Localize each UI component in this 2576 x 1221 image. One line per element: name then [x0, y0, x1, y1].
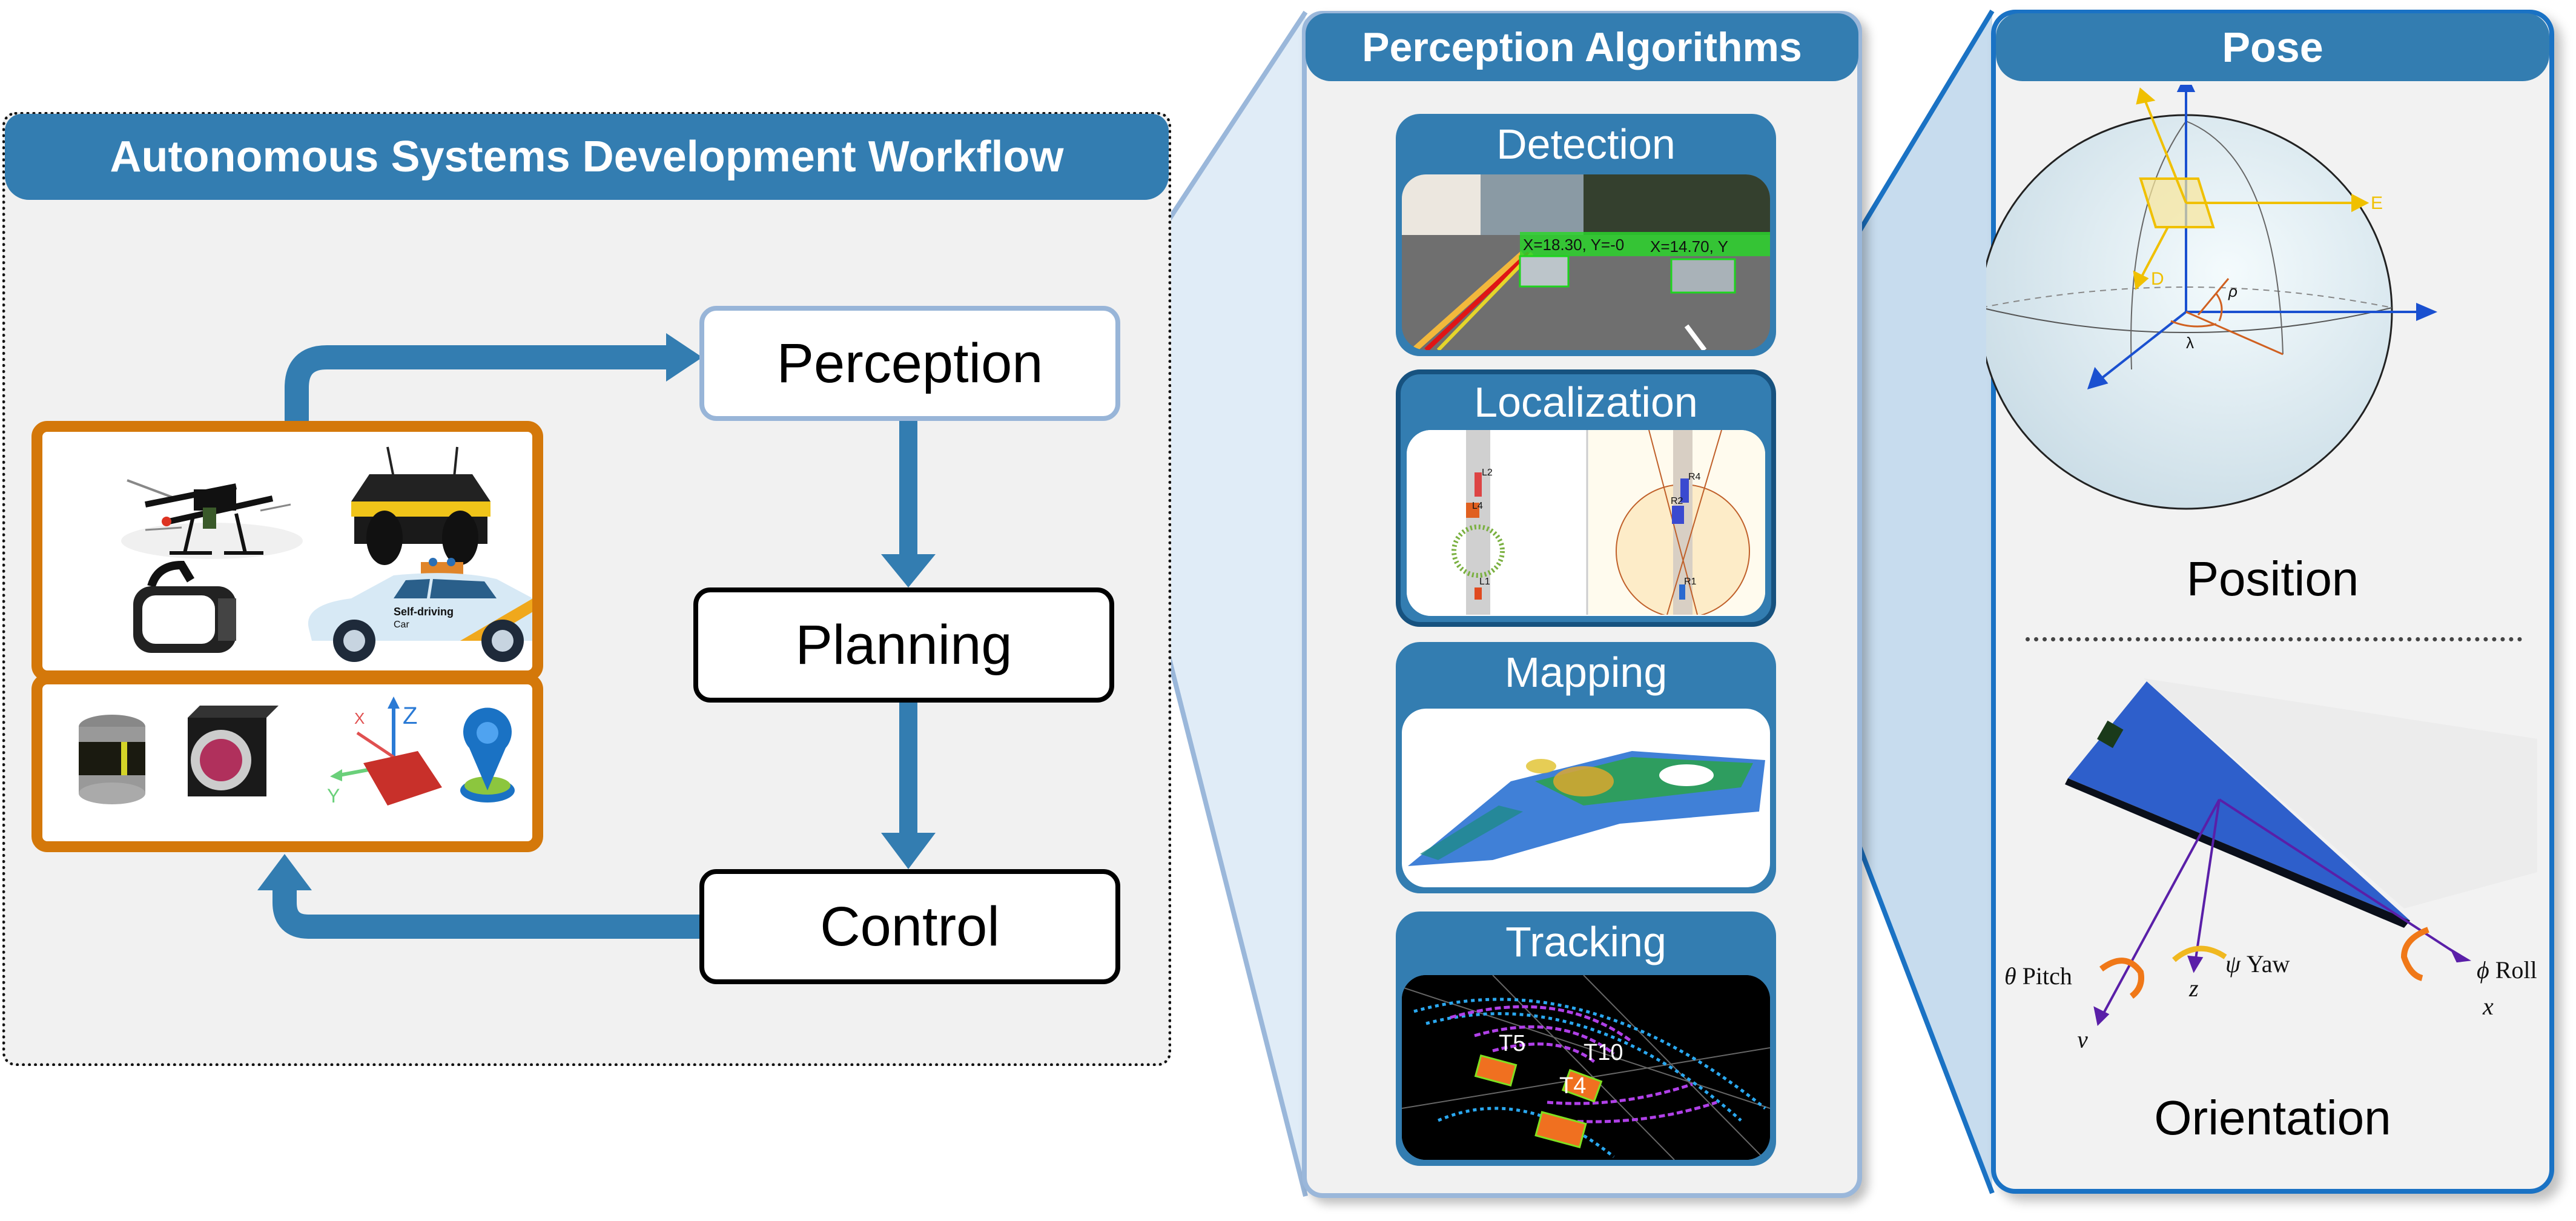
- angle-rho: ρ: [2228, 282, 2237, 300]
- gps-pin-icon: [460, 707, 515, 802]
- svg-text:Z: Z: [403, 703, 417, 729]
- loc-label-R4: R4: [1688, 472, 1701, 482]
- tracking-title: Tracking: [1505, 918, 1666, 965]
- perception-algorithms-title: Perception Algorithms: [1306, 13, 1858, 81]
- detection-title: Detection: [1496, 121, 1676, 168]
- lidar-icon: [79, 715, 145, 804]
- camera-icon: [188, 706, 279, 796]
- aircraft-wing: [2068, 681, 2410, 921]
- algo-card-tracking[interactable]: Tracking T5 T10 T4: [1396, 912, 1776, 1166]
- vr-headset-icon: [133, 560, 236, 653]
- svg-text:Y: Y: [327, 785, 340, 807]
- loc-label-R2: R2: [1671, 496, 1683, 506]
- pose-title: Pose: [1996, 13, 2549, 81]
- mapping-image: [1402, 709, 1770, 887]
- track-label-T10: T10: [1584, 1040, 1623, 1065]
- arrow-planning-control: [899, 703, 917, 836]
- tangent-plane: [2139, 177, 2215, 228]
- axis-z: z: [2188, 974, 2199, 1002]
- orientation-label: Orientation: [2154, 1091, 2391, 1145]
- localization-plot-icon: L2 L4 L1 R4 R2 R1: [1407, 430, 1765, 616]
- localization-title: Localization: [1474, 379, 1698, 426]
- point-cloud-map-icon: [1408, 751, 1765, 866]
- arrow-perception-planning: [899, 421, 917, 557]
- flow-arrows: [257, 333, 936, 939]
- car-label: Self-driving: [394, 606, 454, 618]
- ground-robot-icon: [351, 446, 490, 565]
- sensors-box: Y Z X: [31, 673, 543, 852]
- svg-text:Car: Car: [394, 620, 409, 630]
- loc-label-L2: L2: [1482, 468, 1493, 478]
- axis-y: y: [2075, 1026, 2088, 1048]
- axis-x: x: [2482, 993, 2494, 1020]
- road-scene-icon: X=18.30, Y=-0 X=14.70, Y: [1402, 174, 1770, 350]
- stage-perception-label: Perception: [776, 332, 1043, 394]
- stage-perception[interactable]: Perception: [699, 306, 1120, 421]
- tracking-image: T5 T10 T4: [1402, 975, 1770, 1160]
- loc-label-L4: L4: [1472, 501, 1483, 511]
- pose-divider: [2026, 637, 2522, 641]
- detection-image: X=18.30, Y=-0 X=14.70, Y: [1402, 174, 1770, 350]
- workflow-title: Autonomous Systems Development Workflow: [5, 114, 1169, 200]
- loc-label-R1: R1: [1684, 577, 1697, 587]
- axis-D: D: [2151, 269, 2164, 289]
- arrow-to-perception: [285, 345, 666, 421]
- axis-N: N: [2135, 85, 2148, 89]
- rotation-yaw: ψ Yaw: [2225, 950, 2290, 978]
- algo-card-localization[interactable]: Localization L2 L4 L1 R4 R2 R1: [1396, 369, 1776, 627]
- arrow-control-devices: [272, 884, 702, 939]
- stage-planning-label: Planning: [795, 614, 1012, 676]
- position-label: Position: [2186, 552, 2359, 606]
- algo-card-detection[interactable]: Detection X=18.30, Y=-0 X=14.70, Y: [1396, 114, 1776, 356]
- stage-planning[interactable]: Planning: [693, 587, 1114, 703]
- platforms-box: Self-driving Car: [31, 421, 543, 681]
- self-driving-car-icon: Self-driving Car: [308, 558, 532, 662]
- track-label-T4: T4: [1559, 1073, 1586, 1099]
- rotation-pitch: θ Pitch: [2004, 962, 2072, 990]
- rotation-roll: ϕ Roll: [2477, 956, 2537, 984]
- angle-lambda: λ: [2186, 334, 2194, 352]
- axis-E: E: [2371, 193, 2383, 213]
- track-label-T5: T5: [1499, 1031, 1525, 1056]
- svg-text:X: X: [354, 709, 365, 727]
- position-sphere-diagram: ρ λ N E D: [1986, 85, 2438, 510]
- loc-label-L1: L1: [1479, 577, 1490, 587]
- lidar-tracking-icon: T5 T10 T4: [1402, 975, 1770, 1160]
- detection-overlay-1: X=18.30, Y=-0: [1523, 236, 1624, 254]
- stage-control[interactable]: Control: [699, 869, 1120, 984]
- localization-image: L2 L4 L1 R4 R2 R1: [1407, 430, 1765, 616]
- mapping-title: Mapping: [1504, 649, 1668, 696]
- orientation-diagram: θ Pitch y ψ Yaw z ϕ Roll x: [2004, 678, 2537, 1048]
- stage-control-label: Control: [820, 895, 1000, 958]
- imu-icon: Y Z X: [327, 697, 442, 807]
- algo-card-mapping[interactable]: Mapping: [1396, 642, 1776, 893]
- detection-overlay-2: X=14.70, Y: [1650, 237, 1728, 256]
- drone-icon: [121, 479, 303, 559]
